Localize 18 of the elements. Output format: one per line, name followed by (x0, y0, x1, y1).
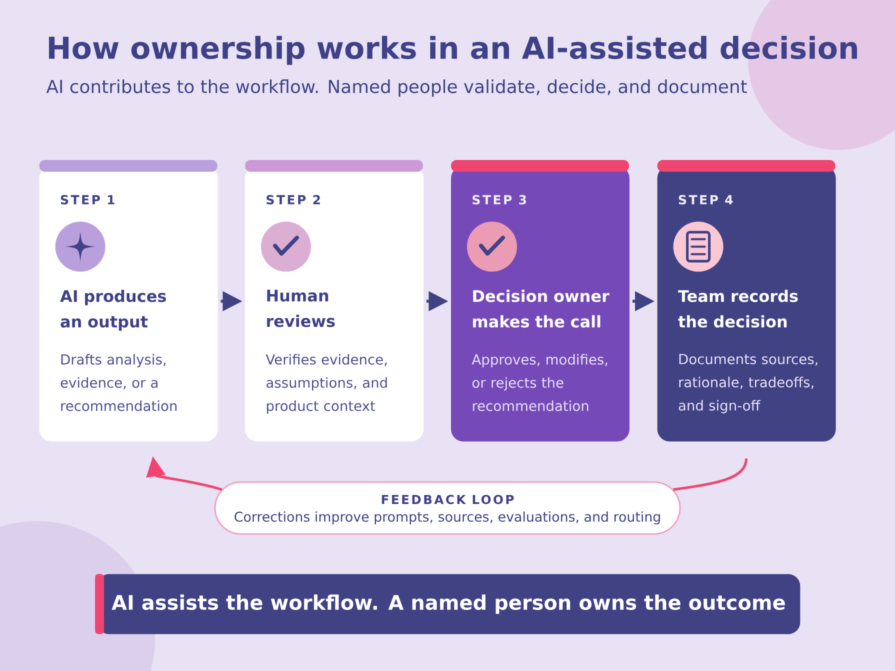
step-description: Drafts analysis, evidence, or a recommendation (60, 354, 177, 412)
step-heading: AI produces an output (60, 290, 166, 331)
title: How ownership works in an AI-assisted decision (48, 36, 857, 65)
banner: AI assists the workflow. A named person owns the outcome (97, 574, 800, 634)
connector-line (672, 458, 748, 491)
step-label: STEP 4 (678, 195, 733, 204)
step-description: Documents sources, rationale, tradeoffs, and sign-off (678, 354, 818, 414)
step-label: STEP 1 (60, 195, 114, 204)
step-heading: Human reviews (267, 290, 335, 328)
subtitle: AI contributes to the workflow. Named people validate, decide, and document (46, 79, 747, 97)
step-heading: Decision owner makes the call (473, 290, 610, 328)
step-label: STEP 2 (266, 195, 320, 204)
step-description: Approves, modifies, or rejects the recommendation (472, 354, 608, 412)
step-description: Verifies evidence, assumptions, and product context (266, 354, 387, 414)
feedback-heading: FEEDBACK LOOP (382, 494, 514, 504)
step-label: STEP 3 (472, 195, 526, 204)
step-heading: Team records the decision (678, 290, 798, 328)
feedback-text: Corrections improve prompts, sources, evaluations, and routing (234, 511, 660, 524)
